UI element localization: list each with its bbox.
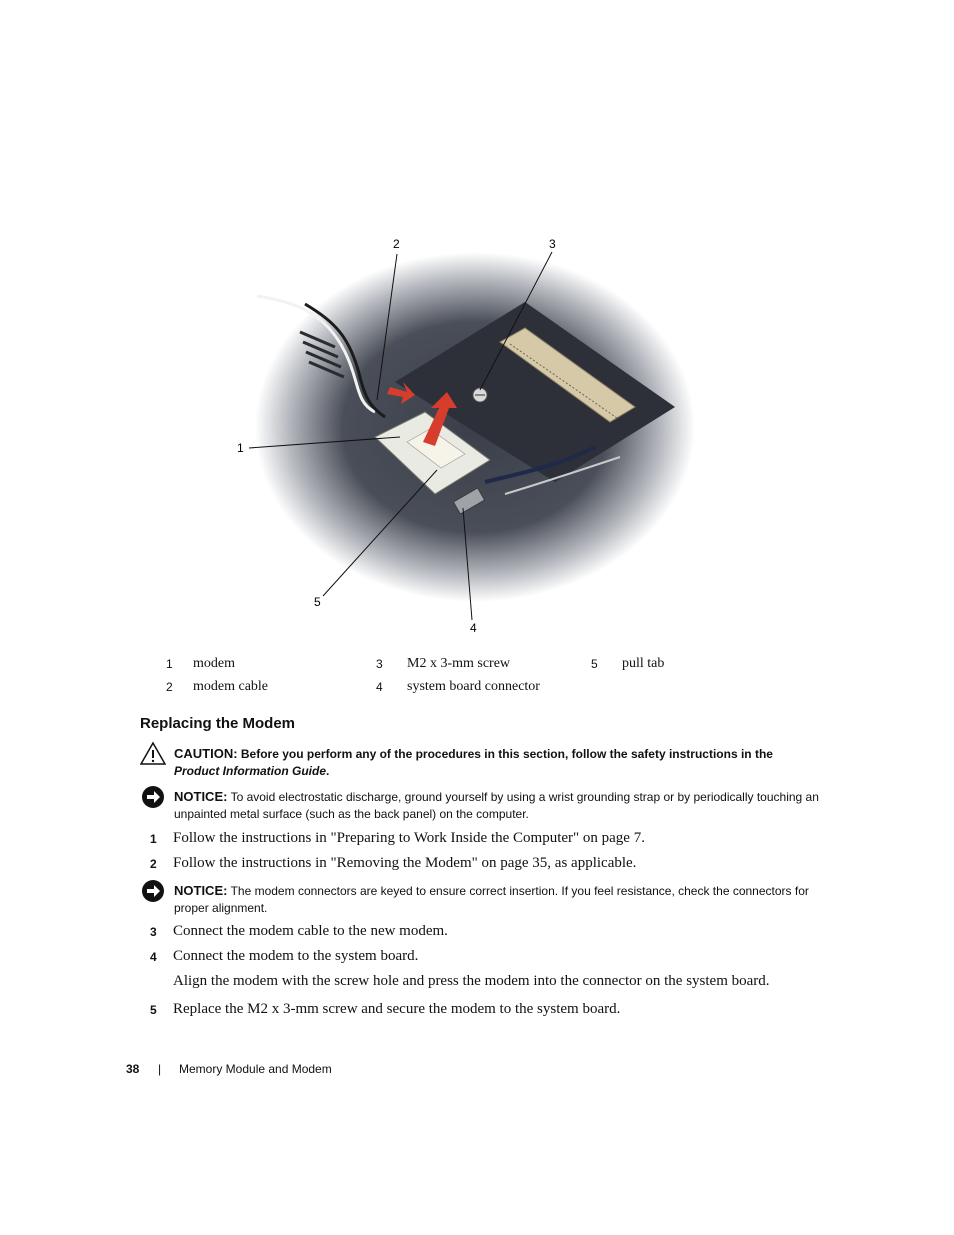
step-number: 1: [150, 832, 157, 846]
legend-num: 2: [166, 680, 173, 694]
notice-block: NOTICE: The modem connectors are keyed t…: [140, 878, 820, 915]
legend-num: 3: [376, 657, 383, 671]
legend-num: 4: [376, 680, 383, 694]
legend-text: system board connector: [407, 679, 540, 694]
callout-4: 4: [470, 621, 477, 635]
system-board-connector: [452, 487, 486, 515]
caution-text: Before you perform any of the procedures…: [240, 747, 773, 761]
legend-num: 5: [591, 657, 598, 671]
footer-separator: |: [158, 1062, 162, 1076]
step-text: Follow the instructions in "Preparing to…: [173, 830, 645, 846]
step-number: 5: [150, 1003, 157, 1017]
step-text: Connect the modem to the system board.: [173, 948, 419, 964]
notice-block: NOTICE: To avoid electrostatic discharge…: [140, 784, 820, 821]
notice-text: To avoid electrostatic discharge, ground…: [174, 790, 819, 821]
callout-3: 3: [549, 237, 556, 251]
callout-1: 1: [237, 441, 244, 455]
leader-lines: [248, 251, 553, 621]
chapter-title: Memory Module and Modem: [179, 1062, 332, 1076]
notice-label: NOTICE:: [174, 789, 228, 804]
memory-module: [499, 327, 636, 423]
step-number: 4: [150, 950, 157, 964]
warning-triangle-icon: [140, 741, 166, 765]
memory-bay: [395, 302, 675, 482]
legend-num: 1: [166, 657, 173, 671]
notice-arrow-icon: [142, 786, 164, 808]
legend-text: pull tab: [622, 656, 665, 671]
pull-arrow: [423, 392, 457, 446]
modem-illustration: 2 3 1 5 4: [237, 237, 695, 635]
caution-label: CAUTION:: [174, 746, 238, 761]
step-text: Replace the M2 x 3-mm screw and secure t…: [173, 1001, 621, 1017]
notice-arrow-icon: [142, 880, 164, 902]
caution-block: CAUTION: Before you perform any of the p…: [140, 741, 820, 778]
antenna-cable: [256, 294, 376, 414]
step-text: Connect the modem cable to the new modem…: [173, 923, 448, 939]
section-title: Replacing the Modem: [140, 715, 296, 732]
notice-label: NOTICE:: [174, 883, 228, 898]
caution-end: .: [326, 764, 330, 778]
cable-arrow: [387, 382, 415, 404]
caution-emphasis: Product Information Guide: [174, 764, 326, 778]
step-text: Follow the instructions in "Removing the…: [173, 855, 637, 871]
step-note-text: Align the modem with the screw hole and …: [173, 973, 770, 989]
legend-text: M2 x 3-mm screw: [407, 656, 511, 671]
callout-2: 2: [393, 237, 400, 251]
notice-text: The modem connectors are keyed to ensure…: [174, 884, 809, 915]
step-number: 2: [150, 857, 157, 871]
legend-text: modem cable: [193, 679, 269, 694]
legend-text: modem: [193, 656, 235, 671]
callout-5: 5: [314, 595, 321, 609]
step-number: 3: [150, 925, 157, 939]
vent-slots: [299, 330, 345, 379]
page-number: 38: [126, 1062, 140, 1076]
